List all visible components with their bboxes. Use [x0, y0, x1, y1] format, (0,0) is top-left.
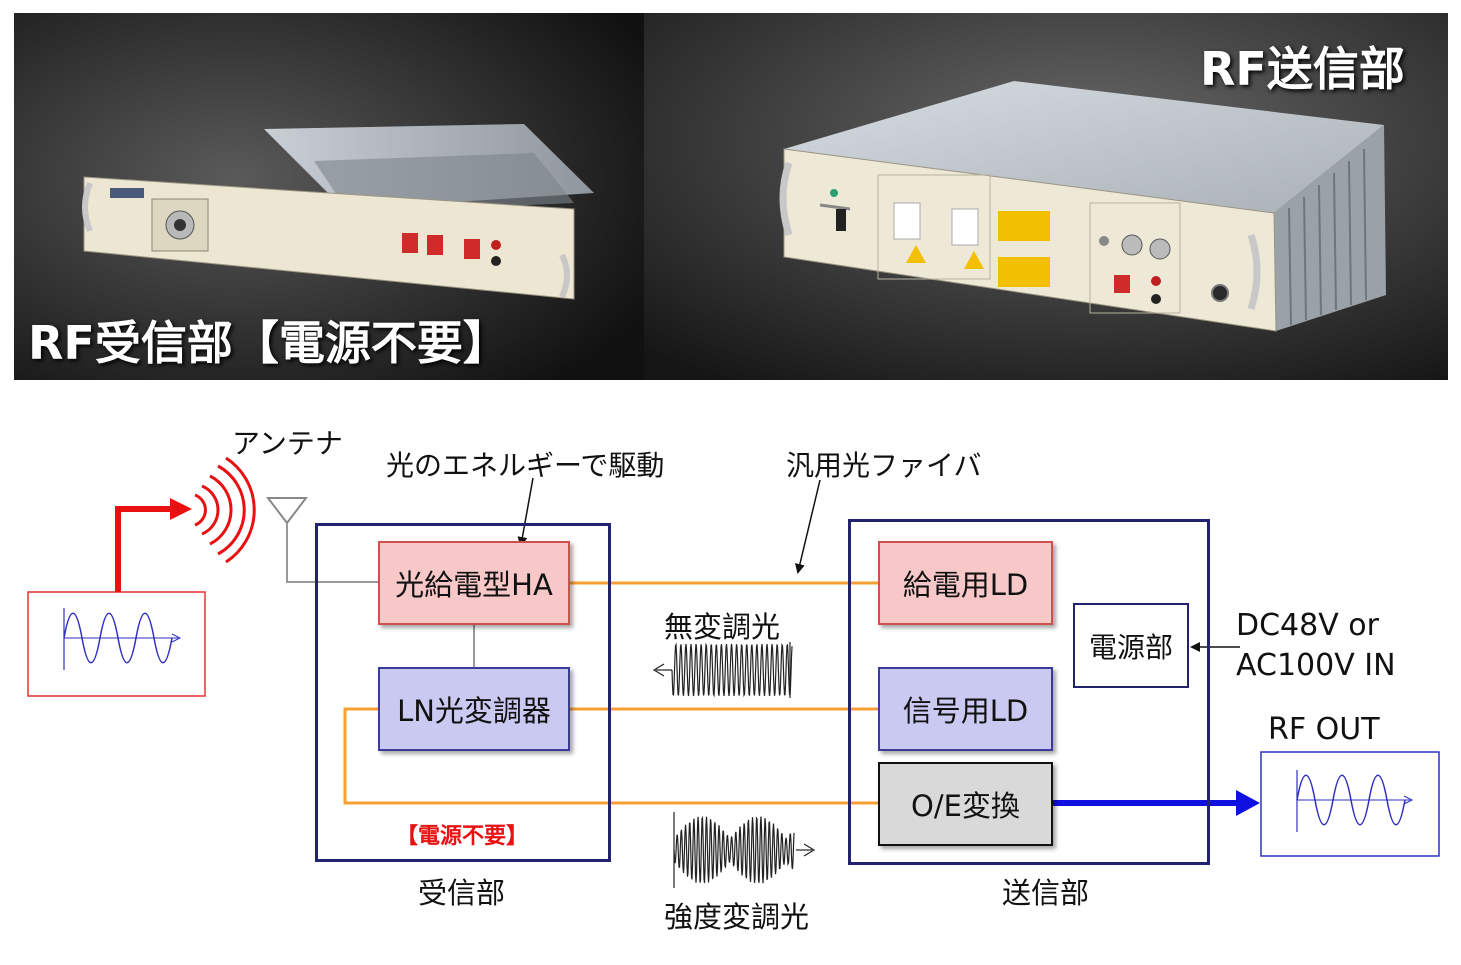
- rf-out-label: RF OUT: [1268, 712, 1380, 747]
- product-photo-drawing: [14, 13, 1448, 380]
- diagram-lines: [27, 456, 1440, 888]
- radio-wave-icon: [194, 456, 256, 564]
- rf-output-signal-box: [1260, 751, 1440, 857]
- intensity-modulated-waveform: [673, 812, 816, 888]
- rf-input-path: [115, 506, 172, 592]
- power-input-line1: DC48V or: [1236, 608, 1379, 643]
- photonic-powered-ha-block: 光給電型HA: [378, 541, 570, 625]
- transmitter-chassis-top: [784, 81, 1384, 213]
- power-supply-frame: [1073, 603, 1189, 688]
- antenna-icon: [265, 497, 378, 583]
- transmitter-unit-label: 送信部: [1002, 876, 1090, 910]
- receiver-unit-label: 受信部: [418, 876, 506, 910]
- rf-input-waveform: [63, 608, 182, 670]
- signal-ld-block: 信号用LD: [878, 667, 1053, 751]
- transmitter-photo-title: RF送信部: [1200, 42, 1405, 96]
- transmitter-heatsink: [1274, 125, 1386, 331]
- receiver-photo-title: RF受信部【電源不要】: [28, 316, 509, 370]
- block-diagram: 光給電型HA LN光変調器 給電用LD 信号用LD O/E変換 電源部 アンテナ…: [0, 380, 1461, 965]
- power-input-line2: AC100V IN: [1236, 648, 1396, 683]
- product-photo: RF受信部【電源不要】 RF送信部: [14, 13, 1448, 380]
- oe-converter-block: O/E変換: [878, 762, 1053, 846]
- optical-fiber-lines: [343, 581, 878, 805]
- optical-drive-label: 光のエネルギーで駆動: [386, 449, 665, 482]
- antenna-label: アンテナ: [232, 427, 343, 460]
- rf-output-waveform: [1296, 770, 1414, 832]
- rf-input-signal-box: [27, 591, 206, 697]
- transmitter-unit-frame: [848, 519, 1210, 865]
- fiber-callout: [794, 479, 821, 574]
- feed-ld-block: 給電用LD: [878, 541, 1053, 625]
- unmodulated-light-label: 無変調光: [664, 610, 781, 644]
- unmodulated-light-waveform: [652, 642, 793, 698]
- ln-modulator-block: LN光変調器: [378, 667, 570, 751]
- power-supply-block: 電源部: [1088, 630, 1173, 664]
- intensity-modulated-label: 強度変調光: [664, 900, 810, 934]
- no-power-required-label: 【電源不要】: [396, 824, 529, 849]
- fiber-label: 汎用光ファイバ: [786, 449, 982, 482]
- optical-drive-callout: [517, 477, 534, 547]
- receiver-unit-frame: [315, 523, 611, 862]
